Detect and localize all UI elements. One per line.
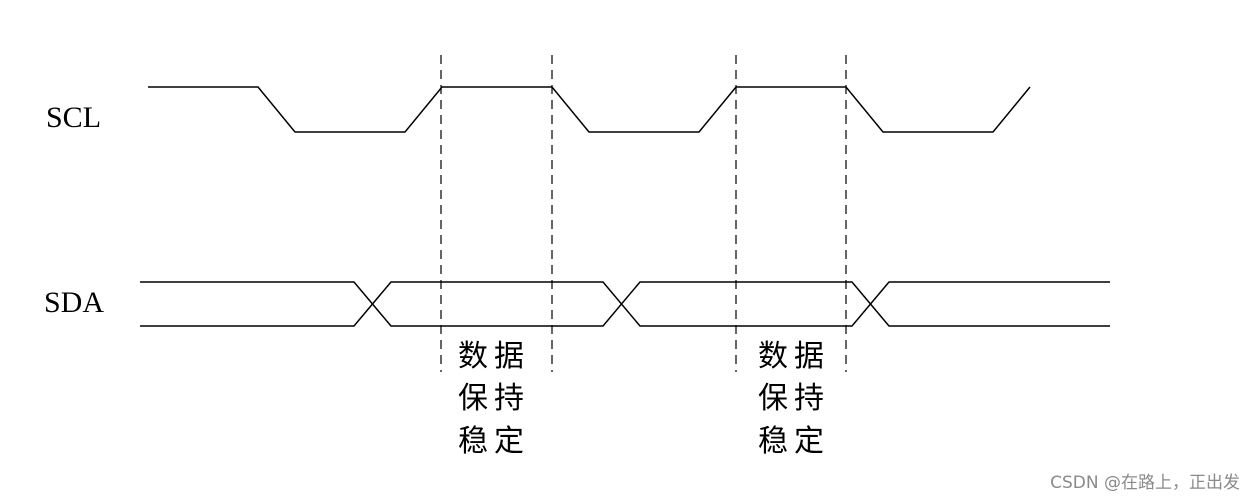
annotation-line: 稳定 [758, 424, 824, 459]
sda-waveform-low-line [140, 281, 1110, 327]
scl-waveform [148, 86, 1031, 133]
watermark: CSDN @在路上，正出发 [1050, 473, 1240, 493]
annotation-line: 稳定 [458, 424, 524, 459]
annotation-data-hold-stable-2: 数据 保持 稳定 [758, 339, 824, 459]
annotation-line: 数据 [458, 339, 524, 374]
annotation-line: 数据 [758, 339, 824, 374]
scl-label: SCL [46, 101, 101, 134]
annotation-line: 保持 [458, 381, 524, 416]
annotation-data-hold-stable-1: 数据 保持 稳定 [458, 339, 524, 459]
sda-waveform-high-line [140, 281, 1110, 327]
sda-label: SDA [44, 286, 104, 319]
annotation-line: 保持 [758, 381, 824, 416]
